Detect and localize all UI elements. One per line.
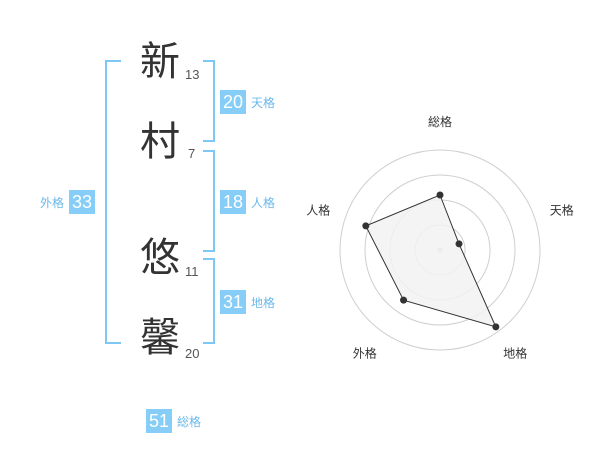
name-char-1: 新 <box>140 39 180 85</box>
soukaku-value: 51 <box>146 409 172 433</box>
tenkaku-label: 天格 <box>251 95 276 110</box>
chikaku-bracket <box>203 258 215 344</box>
stroke-count-3: 11 <box>185 264 199 279</box>
soukaku-label: 総格 <box>177 414 202 429</box>
radar-axis-label-5: 人格 <box>306 202 330 217</box>
tenkaku-bracket <box>203 60 215 142</box>
name-char-3: 悠 <box>140 235 180 281</box>
jinkaku-badge: 18 人格 <box>220 190 275 214</box>
chikaku-label: 地格 <box>251 295 276 310</box>
jinkaku-value: 18 <box>220 190 246 214</box>
radar-axis-label-2: 天格 <box>550 202 574 217</box>
radar-axis-label-3: 地格 <box>503 346 527 361</box>
jinkaku-bracket <box>203 150 215 252</box>
radar-ring-3 <box>364 174 516 326</box>
stroke-count-2: 7 <box>188 146 196 161</box>
jinkaku-label: 人格 <box>251 195 276 210</box>
gaikaku-label: 外格 <box>40 195 65 210</box>
radar-axis-label-4: 外格 <box>353 346 377 361</box>
radar-point-2 <box>455 240 463 248</box>
radar-axis-label-1: 総格 <box>428 114 452 129</box>
name-char-4: 馨 <box>140 315 180 361</box>
radar-ring-4 <box>339 149 541 351</box>
tenkaku-value: 20 <box>220 90 246 114</box>
name-char-2: 村 <box>140 119 180 165</box>
chikaku-badge: 31 地格 <box>220 290 275 314</box>
radar-point-1 <box>436 191 444 199</box>
stroke-count-4: 20 <box>185 346 200 361</box>
gaikaku-badge: 外格 33 <box>40 190 96 214</box>
soukaku-badge: 51 総格 <box>146 409 201 433</box>
radar-point-3 <box>492 323 500 331</box>
radar-data-polygon <box>365 194 497 328</box>
chikaku-value: 31 <box>220 290 246 314</box>
radar-point-4 <box>400 296 408 304</box>
radar-point-5 <box>362 222 370 230</box>
stroke-count-1: 13 <box>185 67 200 82</box>
gaikaku-value: 33 <box>69 190 96 214</box>
tenkaku-badge: 20 天格 <box>220 90 275 114</box>
gaikaku-bracket <box>105 60 121 344</box>
